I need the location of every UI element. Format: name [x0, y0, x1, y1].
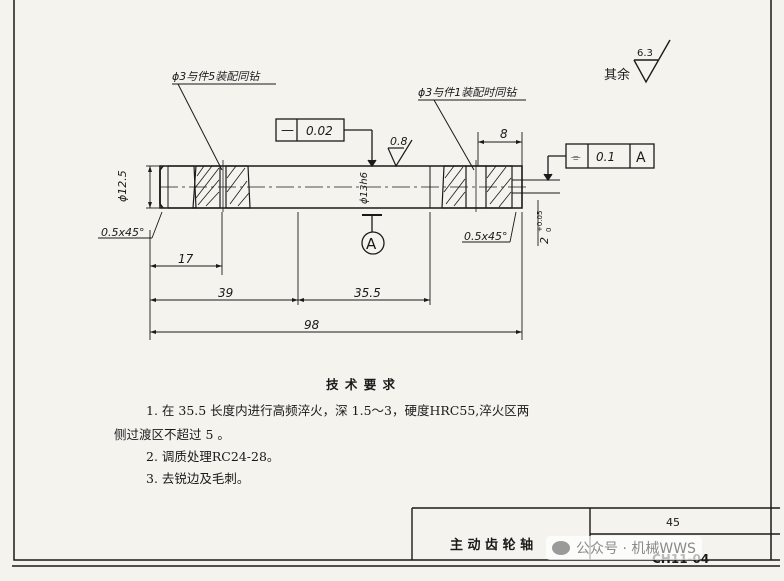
tech-requirement-1: 1. 在 35.5 长度内进行高频淬火，深 1.5～3，硬度HRC55,淬火区两 [146, 403, 530, 418]
dimension-lines [98, 132, 539, 340]
tech-requirement-1-cont: 侧过渡区不超过 5 。 [114, 427, 230, 442]
part-name: 主 动 齿 轮 轴 [450, 538, 534, 553]
part-number: 45 [666, 516, 680, 529]
watermark-text: 公众号 · 机械WWS [576, 541, 696, 557]
roughness-symbol-0-8 [387, 139, 413, 168]
runout-datum: A [636, 150, 646, 166]
sheet-border [12, 0, 780, 567]
tech-requirement-3: 3. 去锐边及毛刺。 [146, 471, 250, 486]
roughness-rest-value: 6.3 [637, 48, 653, 59]
tech-requirements-title: 技 术 要 求 [326, 377, 397, 392]
shaft-body [159, 165, 530, 209]
right-hub-section [441, 160, 560, 212]
dim-dia-left: ϕ12.5 [116, 170, 129, 202]
dim-dia-main: ϕ13h6 [359, 172, 370, 204]
straightness-value: 0.02 [306, 124, 333, 138]
dim-35-5: 35.5 [354, 286, 381, 300]
tolerance-frame-runout [543, 143, 655, 182]
tolerance-frame-straightness [275, 118, 377, 168]
dim-2-tol-lower: 0 [545, 228, 553, 232]
dimension-arrows [148, 140, 522, 334]
dim-chamfer-right: 0.5x45° [464, 230, 508, 243]
callout-right-text: ϕ3与件1装配时同钻 [418, 86, 518, 99]
wechat-icon [552, 541, 570, 555]
roughness-rest-label: 其余 [604, 67, 630, 83]
watermark: 公众号 · 机械WWS [546, 536, 702, 560]
datum-a-label: A [366, 235, 377, 253]
straightness-symbol: — [281, 123, 294, 138]
roughness-symbol-rest [633, 39, 671, 84]
dim-98: 98 [304, 318, 320, 332]
callout-leaders [172, 83, 526, 171]
dim-chamfer-left: 0.5x45° [101, 226, 145, 239]
roughness-top-value: 0.8 [390, 135, 408, 148]
dim-17: 17 [178, 252, 194, 266]
dim-39: 39 [218, 286, 233, 300]
callout-left-text: ϕ3与件5装配同钻 [172, 70, 261, 83]
runout-symbol: ⌯ [571, 150, 581, 164]
left-hub-section [168, 160, 251, 212]
datum-a-marker [361, 214, 385, 255]
runout-value: 0.1 [596, 150, 615, 164]
dim-2: 2 [538, 237, 551, 244]
title-block-grid [411, 507, 780, 560]
dim-2-tol-upper: +0.05 [536, 211, 544, 232]
dim-8: 8 [500, 127, 508, 141]
tech-requirement-2: 2. 调质处理RC24-28。 [146, 449, 280, 464]
